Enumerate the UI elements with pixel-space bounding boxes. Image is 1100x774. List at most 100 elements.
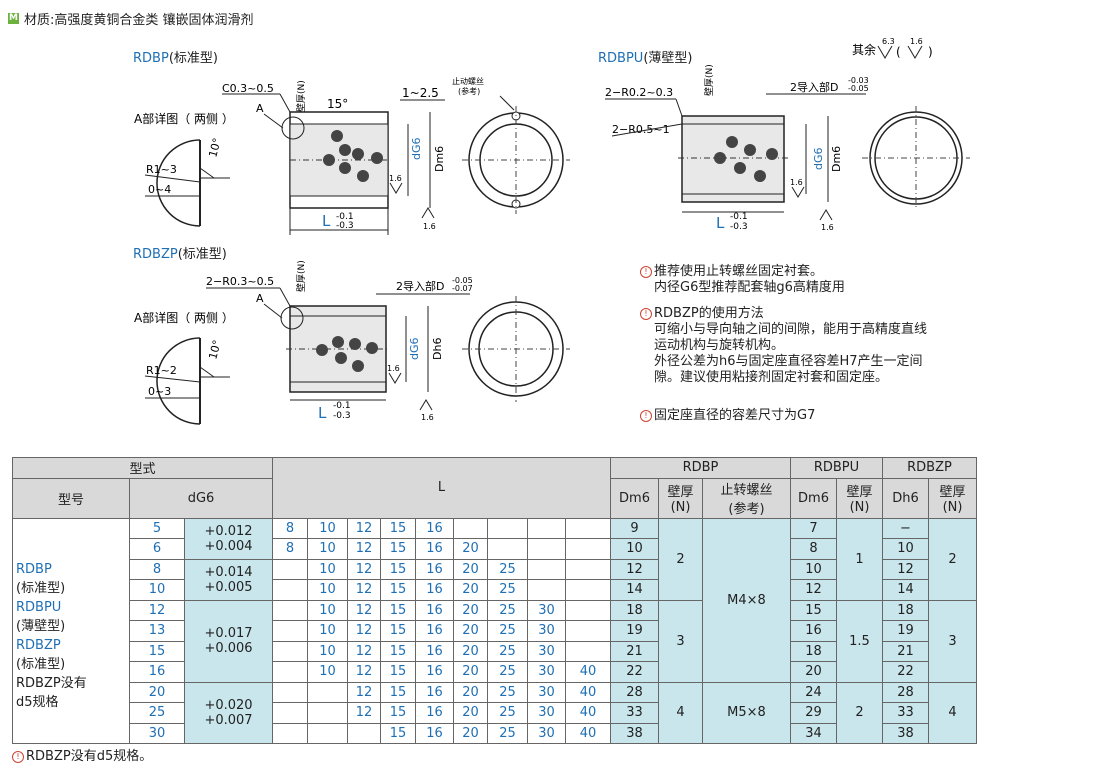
length-value: 30 [527,599,566,621]
svg-text:1.6: 1.6 [790,178,803,187]
svg-text:L: L [716,214,725,232]
length-value: 20 [453,722,488,744]
length-value [272,579,308,601]
material-text: 材质:高强度黄铜合金类 镶嵌固体润滑剂 [24,13,254,28]
d-value: 8 [129,558,185,580]
length-value: 25 [487,640,528,662]
svg-text:-0.1: -0.1 [730,212,748,222]
svg-text:1.6: 1.6 [387,364,400,373]
svg-text:(参考): (参考) [458,86,480,96]
length-value: 12 [347,599,381,621]
svg-text:R1~3: R1~3 [146,163,177,176]
svg-text:L: L [322,212,331,230]
length-value: 30 [527,722,566,744]
wall-value: 3 [658,599,703,683]
header-wall: 壁厚(N) [658,477,703,519]
d-value: 6 [129,538,185,560]
rdbzp-title: RDBZP(标准型) [133,247,227,262]
note-2-line-c: 外径公差为h6与固定座直径容差H7产生一定间 [654,354,923,369]
info-icon: ! [12,751,24,763]
length-value: 25 [487,579,528,601]
length-value: 10 [307,538,348,560]
note-1-detail: 内径G6型推荐配套轴g6高精度用 [654,280,845,295]
pu-wall-value: 1.5 [836,599,883,683]
note-2-line-a: 可缩小与导向轴之间的间隙，能用于高精度直线 [654,322,928,337]
length-value: 12 [347,620,381,642]
screw-value: M4×8 [702,517,791,683]
dm6-value: 18 [610,599,659,621]
length-value: 16 [415,620,454,642]
tolerance: +0.012+0.004 [184,517,273,560]
dm6-value: 12 [610,558,659,580]
length-value [307,702,348,724]
tolerance: +0.014+0.005 [184,558,273,601]
header-dh6: Dh6 [882,477,929,519]
pu-dm6-value: 24 [790,681,837,703]
svg-text:2导入部D: 2导入部D [396,279,444,293]
header-dm6: Dm6 [610,477,659,519]
length-value: 30 [527,661,566,683]
length-value [487,517,528,539]
material-header: M 材质:高强度黄铜合金类 镶嵌固体润滑剂 [8,9,254,28]
length-value: 30 [527,702,566,724]
dm6-value: 19 [610,620,659,642]
d-value: 20 [129,681,185,703]
svg-text:Dm6: Dm6 [830,146,843,172]
length-value: 12 [347,517,381,539]
length-value: 15 [380,579,416,601]
svg-text:10°: 10° [206,137,224,159]
svg-text:-0.3: -0.3 [730,222,748,232]
svg-text:A: A [256,102,264,115]
rdbp-title: RDBP(标准型) [133,51,218,66]
svg-text:L: L [318,404,327,422]
d-value: 10 [129,579,185,601]
length-value [272,661,308,683]
length-value [527,517,566,539]
svg-text:-0.05: -0.05 [848,84,869,93]
note-2-line-d: 隙。建议使用粘接剂固定衬套和固定座。 [654,370,889,385]
length-value: 16 [415,558,454,580]
length-value: 16 [415,599,454,621]
length-value [272,702,308,724]
info-icon: ! [640,410,652,422]
length-value: 16 [415,640,454,662]
svg-text:-0.1: -0.1 [333,401,351,411]
svg-text:1.6: 1.6 [910,37,923,46]
svg-text:2−R0.5~1: 2−R0.5~1 [612,123,670,136]
spec-table: 型式 L RDBP RDBPU RDBZP 型号 dG6 Dm6 壁厚(N) 止… [12,457,977,744]
length-value: 10 [307,517,348,539]
svg-text:dG6: dG6 [812,147,825,170]
length-value [272,681,308,703]
length-value: 30 [527,640,566,662]
length-value: 40 [565,702,611,724]
svg-text:2−R0.3~0.5: 2−R0.3~0.5 [206,275,274,288]
length-value: 15 [380,517,416,539]
svg-text:6.3: 6.3 [882,37,895,46]
rdbp-drawing: L -0.1 -0.3 C0.3~0.5 A 15° 1~2.5 壁厚(N) d… [134,76,570,235]
svg-text:1~2.5: 1~2.5 [402,86,439,100]
tolerance: +0.020+0.007 [184,681,273,744]
length-value: 12 [347,661,381,683]
length-value: 30 [527,681,566,703]
d-value: 13 [129,620,185,642]
length-value: 16 [415,517,454,539]
length-value: 12 [347,640,381,662]
length-value [565,538,611,560]
notes-block: !推荐使用止转螺丝固定衬套。 内径G6型推荐配套轴g6高精度用 !RDBZP的使… [640,264,927,424]
length-value: 10 [307,599,348,621]
rdbpu-drawing: L -0.1 -0.3 2−R0.2~0.3 2−R0.5~1 2导入部D -0… [605,37,970,232]
svg-text:2导入部D: 2导入部D [790,80,838,94]
dh6-value: 38 [882,722,929,744]
length-value: 20 [453,702,488,724]
length-value: 16 [415,579,454,601]
length-value [272,620,308,642]
length-value [527,558,566,580]
pu-dm6-value: 15 [790,599,837,621]
length-value: 15 [380,722,416,744]
dm6-value: 28 [610,681,659,703]
length-value [272,640,308,662]
